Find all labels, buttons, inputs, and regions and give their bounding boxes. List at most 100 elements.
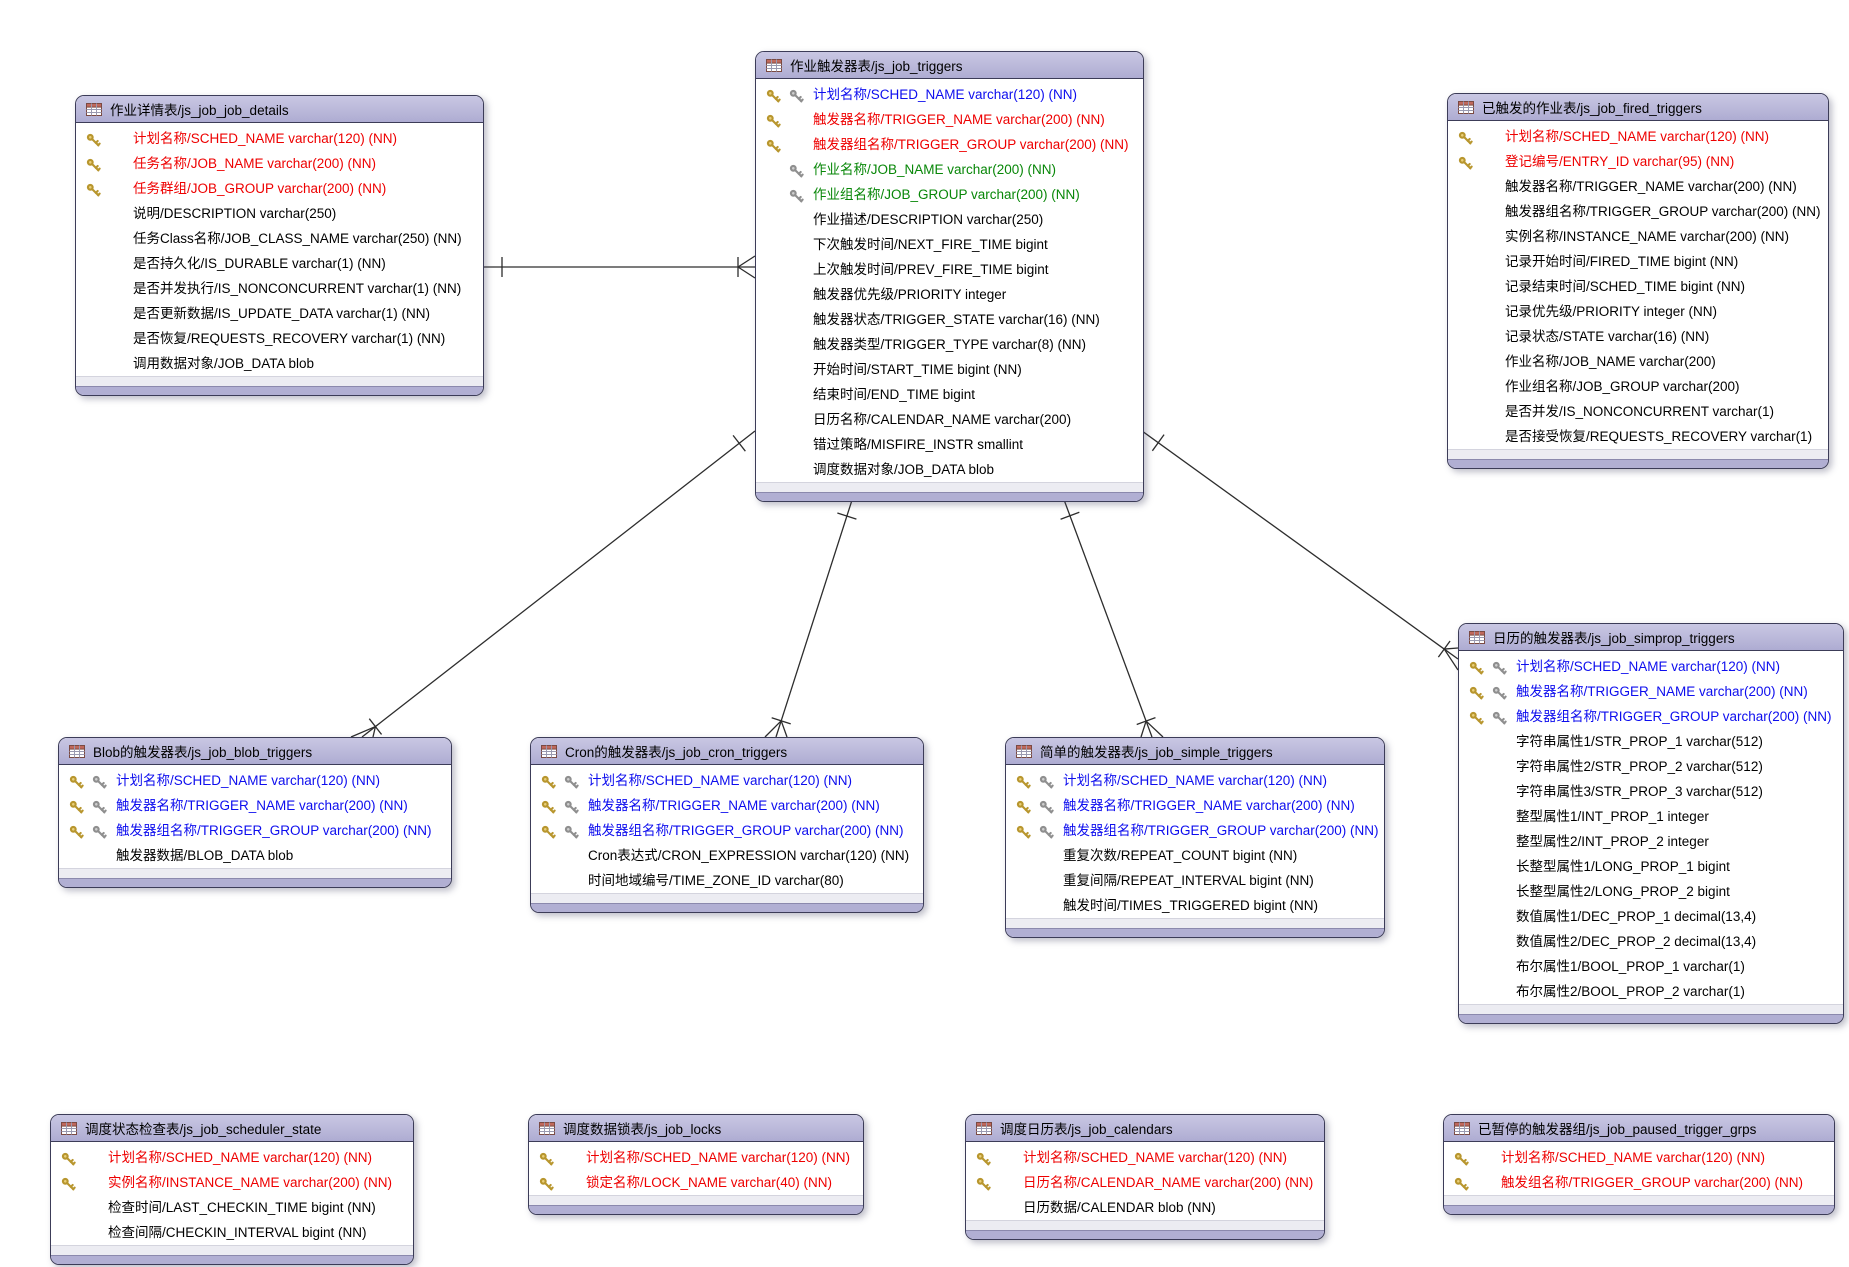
field-row[interactable]: 计划名称/SCHED_NAME varchar(120) (NN) (966, 1145, 1324, 1170)
field-row[interactable]: 触发器名称/TRIGGER_NAME varchar(200) (NN) (531, 793, 923, 818)
field-row[interactable]: 触发组名称/TRIGGER_GROUP varchar(200) (NN) (1444, 1170, 1834, 1195)
field-row[interactable]: 任务群组/JOB_GROUP varchar(200) (NN) (76, 176, 483, 201)
entity-table-js_job_triggers[interactable]: 作业触发器表/js_job_triggers 计划名称/SCHED_NAME va… (755, 51, 1144, 502)
field-row[interactable]: 计划名称/SCHED_NAME varchar(120) (NN) (51, 1145, 413, 1170)
field-row[interactable]: 是否持久化/IS_DURABLE varchar(1) (NN) (76, 251, 483, 276)
field-row[interactable]: 开始时间/START_TIME bigint (NN) (756, 357, 1143, 382)
field-row[interactable]: 计划名称/SCHED_NAME varchar(120) (NN) (756, 82, 1143, 107)
field-row[interactable]: 是否接受恢复/REQUESTS_RECOVERY varchar(1) (1448, 424, 1828, 449)
entity-header[interactable]: 作业触发器表/js_job_triggers (756, 52, 1143, 79)
field-row[interactable]: 日历数据/CALENDAR blob (NN) (966, 1195, 1324, 1220)
field-row[interactable]: 布尔属性1/BOOL_PROP_1 varchar(1) (1459, 954, 1843, 979)
entity-header[interactable]: 作业详情表/js_job_job_details (76, 96, 483, 123)
field-row[interactable]: 字符串属性2/STR_PROP_2 varchar(512) (1459, 754, 1843, 779)
field-row[interactable]: 触发器组名称/TRIGGER_GROUP varchar(200) (NN) (1006, 818, 1384, 843)
field-row[interactable]: 下次触发时间/NEXT_FIRE_TIME bigint (756, 232, 1143, 257)
field-row[interactable]: 作业组名称/JOB_GROUP varchar(200) (1448, 374, 1828, 399)
field-row[interactable]: 重复次数/REPEAT_COUNT bigint (NN) (1006, 843, 1384, 868)
field-row[interactable]: 长整型属性1/LONG_PROP_1 bigint (1459, 854, 1843, 879)
entity-table-js_job_simprop_triggers[interactable]: 日历的触发器表/js_job_simprop_triggers 计划名称/SCHE… (1458, 623, 1844, 1024)
field-row[interactable]: 计划名称/SCHED_NAME varchar(120) (NN) (1459, 654, 1843, 679)
field-row[interactable]: 整型属性2/INT_PROP_2 integer (1459, 829, 1843, 854)
entity-header[interactable]: 简单的触发器表/js_job_simple_triggers (1006, 738, 1384, 765)
field-row[interactable]: 登记编号/ENTRY_ID varchar(95) (NN) (1448, 149, 1828, 174)
field-row[interactable]: 计划名称/SCHED_NAME varchar(120) (NN) (529, 1145, 863, 1170)
relation-js_job_triggers-to-js_job_simprop_triggers[interactable] (1141, 430, 1459, 671)
entity-header[interactable]: 调度日历表/js_job_calendars (966, 1115, 1324, 1142)
entity-table-js_job_scheduler_state[interactable]: 调度状态检查表/js_job_scheduler_state 计划名称/SCHED… (50, 1114, 414, 1265)
field-row[interactable]: 是否恢复/REQUESTS_RECOVERY varchar(1) (NN) (76, 326, 483, 351)
field-row[interactable]: 作业描述/DESCRIPTION varchar(250) (756, 207, 1143, 232)
field-row[interactable]: 是否更新数据/IS_UPDATE_DATA varchar(1) (NN) (76, 301, 483, 326)
field-row[interactable]: Cron表达式/CRON_EXPRESSION varchar(120) (NN… (531, 843, 923, 868)
field-row[interactable]: 触发器名称/TRIGGER_NAME varchar(200) (NN) (1006, 793, 1384, 818)
field-row[interactable]: 触发器名称/TRIGGER_NAME varchar(200) (NN) (1459, 679, 1843, 704)
field-row[interactable]: 作业组名称/JOB_GROUP varchar(200) (NN) (756, 182, 1143, 207)
field-row[interactable]: 触发器组名称/TRIGGER_GROUP varchar(200) (NN) (531, 818, 923, 843)
field-row[interactable]: 触发器组名称/TRIGGER_GROUP varchar(200) (NN) (756, 132, 1143, 157)
field-row[interactable]: 字符串属性1/STR_PROP_1 varchar(512) (1459, 729, 1843, 754)
entity-table-js_job_fired_triggers[interactable]: 已触发的作业表/js_job_fired_triggers 计划名称/SCHED_… (1447, 93, 1829, 469)
field-row[interactable]: 计划名称/SCHED_NAME varchar(120) (NN) (59, 768, 451, 793)
field-row[interactable]: 触发器名称/TRIGGER_NAME varchar(200) (NN) (59, 793, 451, 818)
field-row[interactable]: 调用数据对象/JOB_DATA blob (76, 351, 483, 376)
field-row[interactable]: 触发器类型/TRIGGER_TYPE varchar(8) (NN) (756, 332, 1143, 357)
field-row[interactable]: 计划名称/SCHED_NAME varchar(120) (NN) (1006, 768, 1384, 793)
field-row[interactable]: 日历名称/CALENDAR_NAME varchar(200) (756, 407, 1143, 432)
entity-header[interactable]: 调度数据锁表/js_job_locks (529, 1115, 863, 1142)
field-row[interactable]: 触发器组名称/TRIGGER_GROUP varchar(200) (NN) (1459, 704, 1843, 729)
field-row[interactable]: 数值属性2/DEC_PROP_2 decimal(13,4) (1459, 929, 1843, 954)
relation-js_job_job_details-to-js_job_triggers[interactable] (482, 255, 756, 279)
field-row[interactable]: 任务Class名称/JOB_CLASS_NAME varchar(250) (N… (76, 226, 483, 251)
entity-header[interactable]: 已暂停的触发器组/js_job_paused_trigger_grps (1444, 1115, 1834, 1142)
field-row[interactable]: 触发器名称/TRIGGER_NAME varchar(200) (NN) (1448, 174, 1828, 199)
entity-header[interactable]: 调度状态检查表/js_job_scheduler_state (51, 1115, 413, 1142)
relation-js_job_triggers-to-js_job_simple_triggers[interactable] (1060, 496, 1164, 738)
field-row[interactable]: 说明/DESCRIPTION varchar(250) (76, 201, 483, 226)
field-row[interactable]: 实例名称/INSTANCE_NAME varchar(200) (NN) (1448, 224, 1828, 249)
entity-header[interactable]: Blob的触发器表/js_job_blob_triggers (59, 738, 451, 765)
field-row[interactable]: 实例名称/INSTANCE_NAME varchar(200) (NN) (51, 1170, 413, 1195)
field-row[interactable]: 记录优先级/PRIORITY integer (NN) (1448, 299, 1828, 324)
field-row[interactable]: 作业名称/JOB_NAME varchar(200) (NN) (756, 157, 1143, 182)
field-row[interactable]: 记录结束时间/SCHED_TIME bigint (NN) (1448, 274, 1828, 299)
entity-table-js_job_cron_triggers[interactable]: Cron的触发器表/js_job_cron_triggers 计划名称/SCHED… (530, 737, 924, 913)
field-row[interactable]: 时间地域编号/TIME_ZONE_ID varchar(80) (531, 868, 923, 893)
field-row[interactable]: 触发器状态/TRIGGER_STATE varchar(16) (NN) (756, 307, 1143, 332)
field-row[interactable]: 锁定名称/LOCK_NAME varchar(40) (NN) (529, 1170, 863, 1195)
field-row[interactable]: 触发器名称/TRIGGER_NAME varchar(200) (NN) (756, 107, 1143, 132)
field-row[interactable]: 整型属性1/INT_PROP_1 integer (1459, 804, 1843, 829)
field-row[interactable]: 计划名称/SCHED_NAME varchar(120) (NN) (531, 768, 923, 793)
entity-table-js_job_blob_triggers[interactable]: Blob的触发器表/js_job_blob_triggers 计划名称/SCHED… (58, 737, 452, 888)
field-row[interactable]: 检查时间/LAST_CHECKIN_TIME bigint (NN) (51, 1195, 413, 1220)
field-row[interactable]: 任务名称/JOB_NAME varchar(200) (NN) (76, 151, 483, 176)
field-row[interactable]: 计划名称/SCHED_NAME varchar(120) (NN) (1448, 124, 1828, 149)
field-row[interactable]: 是否并发执行/IS_NONCONCURRENT varchar(1) (NN) (76, 276, 483, 301)
field-row[interactable]: 触发器组名称/TRIGGER_GROUP varchar(200) (NN) (1448, 199, 1828, 224)
entity-header[interactable]: 日历的触发器表/js_job_simprop_triggers (1459, 624, 1843, 651)
field-row[interactable]: 触发时间/TIMES_TRIGGERED bigint (NN) (1006, 893, 1384, 918)
relation-js_job_triggers-to-js_job_cron_triggers[interactable] (764, 496, 857, 738)
field-row[interactable]: 触发器优先级/PRIORITY integer (756, 282, 1143, 307)
field-row[interactable]: 结束时间/END_TIME bigint (756, 382, 1143, 407)
entity-table-js_job_paused_trigger_grps[interactable]: 已暂停的触发器组/js_job_paused_trigger_grps 计划名称/… (1443, 1114, 1835, 1215)
field-row[interactable]: 布尔属性2/BOOL_PROP_2 varchar(1) (1459, 979, 1843, 1004)
field-row[interactable]: 调度数据对象/JOB_DATA blob (756, 457, 1143, 482)
field-row[interactable]: 上次触发时间/PREV_FIRE_TIME bigint (756, 257, 1143, 282)
field-row[interactable]: 错过策略/MISFIRE_INSTR smallint (756, 432, 1143, 457)
entity-table-js_job_locks[interactable]: 调度数据锁表/js_job_locks 计划名称/SCHED_NAME varch… (528, 1114, 864, 1215)
relation-js_job_triggers-to-js_job_blob_triggers[interactable] (350, 430, 756, 738)
field-row[interactable]: 记录开始时间/FIRED_TIME bigint (NN) (1448, 249, 1828, 274)
entity-header[interactable]: 已触发的作业表/js_job_fired_triggers (1448, 94, 1828, 121)
field-row[interactable]: 字符串属性3/STR_PROP_3 varchar(512) (1459, 779, 1843, 804)
field-row[interactable]: 记录状态/STATE varchar(16) (NN) (1448, 324, 1828, 349)
field-row[interactable]: 是否并发/IS_NONCONCURRENT varchar(1) (1448, 399, 1828, 424)
field-row[interactable]: 长整型属性2/LONG_PROP_2 bigint (1459, 879, 1843, 904)
field-row[interactable]: 重复间隔/REPEAT_INTERVAL bigint (NN) (1006, 868, 1384, 893)
entity-header[interactable]: Cron的触发器表/js_job_cron_triggers (531, 738, 923, 765)
field-row[interactable]: 触发器数据/BLOB_DATA blob (59, 843, 451, 868)
field-row[interactable]: 计划名称/SCHED_NAME varchar(120) (NN) (1444, 1145, 1834, 1170)
entity-table-js_job_calendars[interactable]: 调度日历表/js_job_calendars 计划名称/SCHED_NAME va… (965, 1114, 1325, 1240)
field-row[interactable]: 触发器组名称/TRIGGER_GROUP varchar(200) (NN) (59, 818, 451, 843)
